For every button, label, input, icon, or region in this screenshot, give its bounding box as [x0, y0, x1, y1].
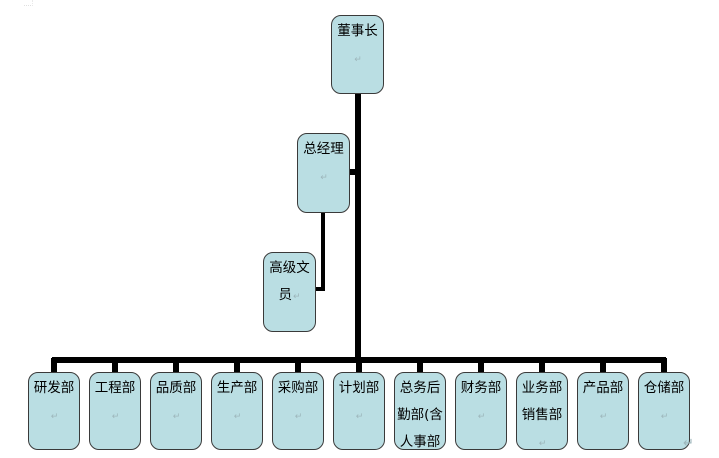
paragraph-mark-icon: ↵: [50, 412, 59, 422]
paragraph-mark-icon: ↵: [355, 412, 364, 422]
org-node-label: 产品部: [582, 380, 624, 396]
paragraph-mark-icon: ↵: [354, 55, 362, 65]
org-node-label: 总经理: [303, 141, 344, 157]
connector-stub-dept-10: [600, 358, 606, 373]
org-node-dept-production[interactable]: 生产部 ↵: [211, 372, 263, 450]
org-node-dept-general-affairs-hr[interactable]: 总务后勤部(含人事部↵: [394, 372, 446, 450]
connector-stub-dept-7: [417, 358, 423, 373]
org-node-label: 仓储部: [643, 380, 685, 396]
connector-stub-dept-5: [295, 358, 301, 373]
connector-stub-dept-3: [173, 358, 179, 373]
org-node-label: 工程部: [94, 380, 136, 396]
org-node-dept-business-sales[interactable]: 业务部销售部 ↵: [516, 372, 568, 450]
paragraph-mark-icon: ↵: [111, 412, 120, 422]
paragraph-mark-icon: ↵: [233, 412, 242, 422]
connector-gm-down: [321, 212, 325, 291]
cropped-formatting-artifact: [24, 0, 33, 6]
org-node-senior-clerk[interactable]: 高级文员↵: [263, 252, 316, 332]
paragraph-mark-icon: ↵: [660, 412, 669, 422]
connector-stub-dept-11: [661, 358, 667, 373]
paragraph-mark-icon: ↵: [292, 292, 301, 302]
paragraph-mark-icon: ↵: [599, 412, 608, 422]
paragraph-mark-icon: ↵: [477, 412, 486, 422]
org-node-label: 采购部: [277, 380, 319, 396]
connector-clerk-elbow: [314, 287, 325, 291]
connector-stub-dept-1: [51, 358, 57, 373]
org-node-dept-quality[interactable]: 品质部 ↵: [150, 372, 202, 450]
org-node-label: 计划部: [338, 380, 380, 396]
org-node-dept-product[interactable]: 产品部 ↵: [577, 372, 629, 450]
org-node-label: 高级文员: [269, 260, 310, 303]
org-node-dept-purchasing[interactable]: 采购部 ↵: [272, 372, 324, 450]
connector-stub-dept-8: [478, 358, 484, 373]
org-node-label: 生产部: [216, 380, 258, 396]
connector-main-vertical: [355, 92, 361, 360]
org-node-dept-planning[interactable]: 计划部 ↵: [333, 372, 385, 450]
paragraph-mark-icon: ↵: [320, 173, 328, 183]
org-node-dept-finance[interactable]: 财务部 ↵: [455, 372, 507, 450]
org-node-label: 研发部: [33, 380, 75, 396]
org-node-label: 财务部: [460, 380, 502, 396]
org-node-general-manager[interactable]: 总经理 ↵: [297, 133, 350, 213]
paragraph-mark-icon: ↵: [172, 412, 181, 422]
org-node-label: 品质部: [155, 380, 197, 396]
return-mark-icon: ↵: [683, 436, 694, 451]
org-node-label: 总务后勤部(含人事部: [397, 380, 443, 450]
org-node-label: 业务部销售部: [521, 380, 563, 423]
org-node-dept-rnd[interactable]: 研发部 ↵: [28, 372, 80, 450]
connector-stub-dept-4: [234, 358, 240, 373]
org-node-label: 董事长: [337, 23, 378, 39]
connector-stub-dept-9: [539, 358, 545, 373]
connector-gm-to-main: [348, 169, 358, 175]
paragraph-mark-icon: ↵: [538, 439, 547, 449]
connector-stub-dept-2: [112, 358, 118, 373]
paragraph-mark-icon: ↵: [294, 412, 303, 422]
org-node-dept-warehouse[interactable]: 仓储部 ↵: [638, 372, 690, 450]
org-node-chairman[interactable]: 董事长 ↵: [331, 15, 384, 94]
connector-stub-dept-6: [356, 358, 362, 373]
org-node-dept-engineering[interactable]: 工程部 ↵: [89, 372, 141, 450]
